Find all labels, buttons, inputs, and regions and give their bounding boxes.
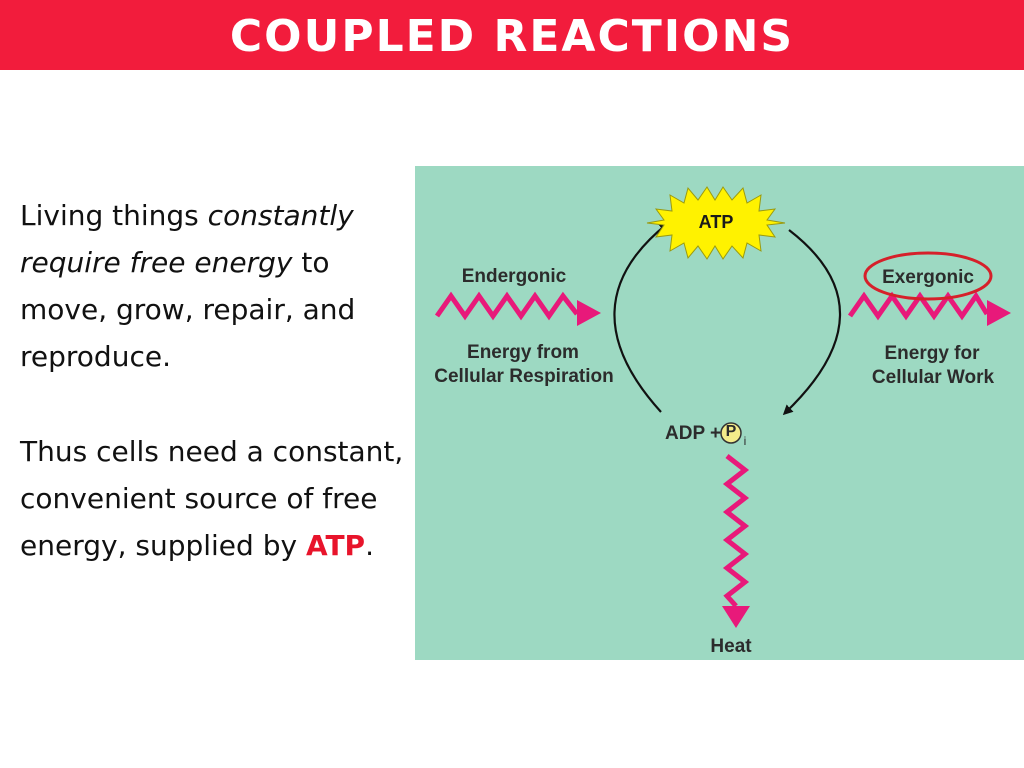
cycle-arrow-left: [613, 222, 670, 413]
adp-label: ADP +: [665, 423, 722, 444]
atp-starburst: [646, 186, 786, 260]
zigzag-exergonic: [847, 291, 990, 321]
p1-emphasis: constantly require free energy: [20, 199, 354, 279]
zigzag-endergonic: [434, 291, 579, 321]
zigzag-heat-arrowhead: [722, 606, 750, 628]
body-text: Living things constantly require free en…: [20, 192, 412, 617]
p2-text-end: .: [365, 529, 374, 562]
paragraph-1: Living things constantly require free en…: [20, 192, 412, 380]
zigzag-exergonic-arrowhead: [987, 300, 1011, 326]
diagram-graphics: [434, 186, 1011, 628]
paragraph-2: Thus cells need a constant, convenient s…: [20, 428, 412, 569]
p2-text-a: Thus cells need a constant, convenient s…: [20, 435, 404, 562]
phosphate-circle: [720, 422, 742, 444]
exergonic-label: Exergonic: [882, 267, 974, 288]
page-title: COUPLED REACTIONS: [229, 10, 795, 62]
heat-label: Heat: [710, 636, 752, 657]
energy-from-line2: Cellular Respiration: [434, 366, 614, 387]
zigzag-heat: [722, 454, 750, 608]
exergonic-highlight-circle: [863, 251, 993, 301]
zigzag-endergonic-arrowhead: [577, 300, 601, 326]
atp-cycle-diagram: ATP Endergonic Energy from Cellular Resp…: [415, 166, 1024, 660]
atp-highlight: ATP: [305, 529, 366, 562]
title-bar: COUPLED REACTIONS: [0, 0, 1024, 70]
energy-from-line1: Energy from: [467, 342, 579, 363]
phosphate-subscript: i: [743, 434, 747, 448]
phosphate-label: P: [725, 423, 737, 440]
energy-for-line2: Cellular Work: [871, 367, 995, 388]
cycle-arrow-right: [782, 229, 842, 416]
atp-label: ATP: [698, 212, 734, 232]
p1-text-a: Living things: [20, 199, 208, 232]
p1-text-b: to move, grow, repair, and reproduce.: [20, 246, 356, 373]
endergonic-label: Endergonic: [461, 266, 567, 287]
energy-for-line1: Energy for: [884, 343, 980, 364]
